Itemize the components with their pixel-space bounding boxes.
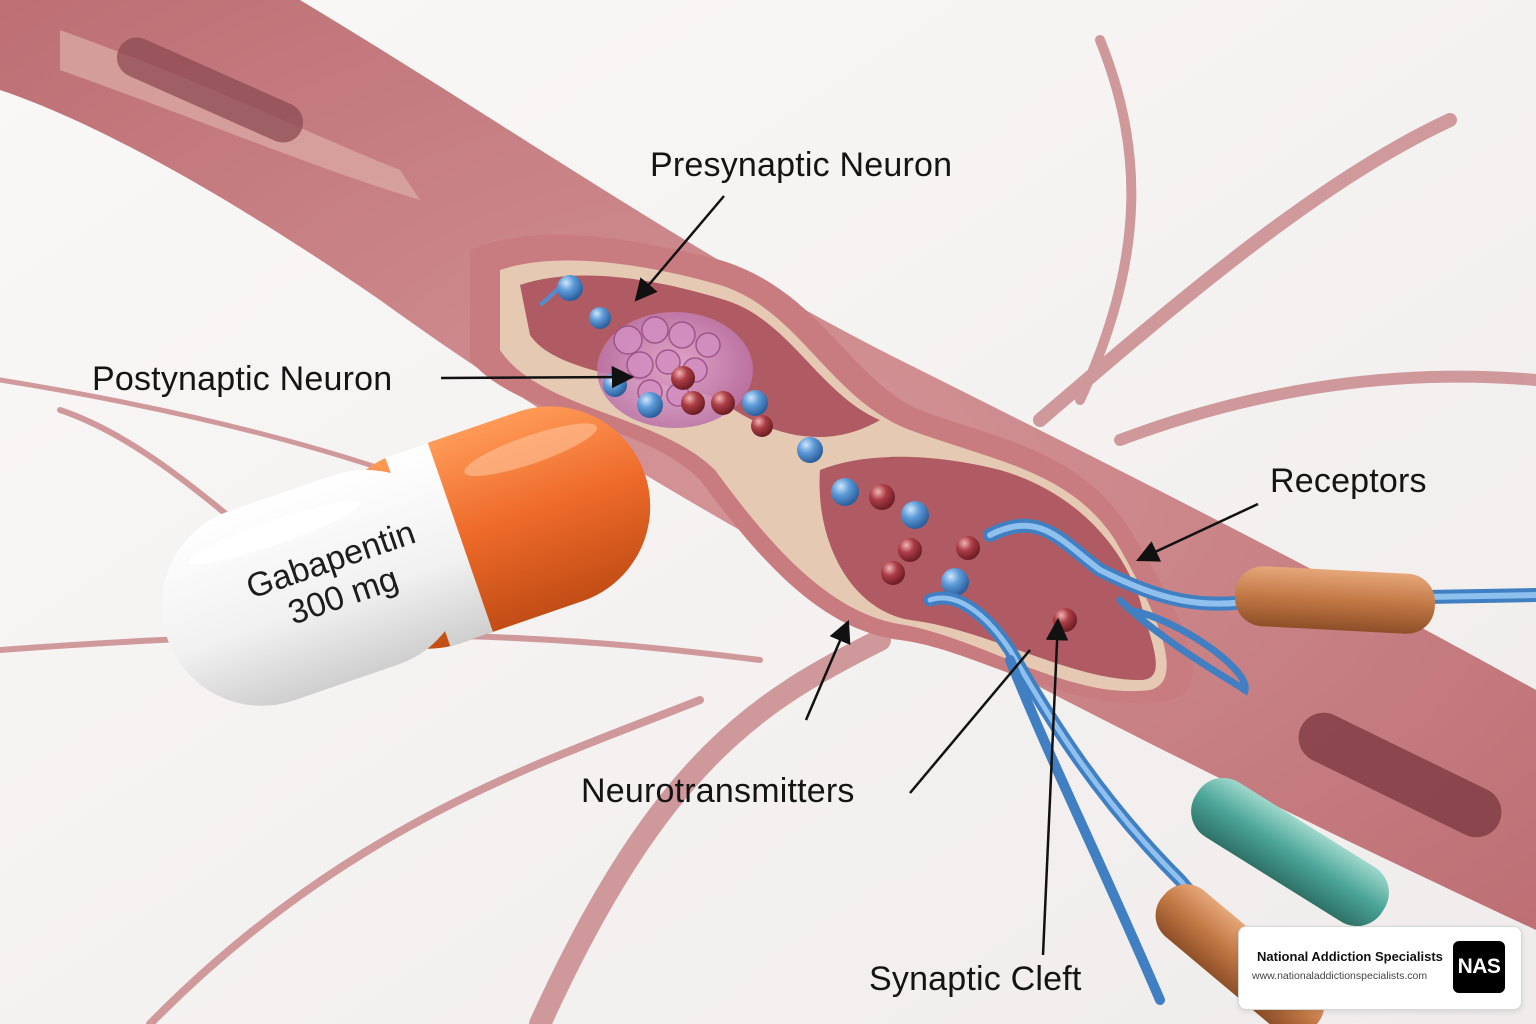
brand-card: National Addiction Specialists www.natio… xyxy=(1238,926,1522,1010)
axon-lumen-upper xyxy=(116,37,304,143)
label-receptors: Receptors xyxy=(1270,462,1427,500)
brand-logo: NAS xyxy=(1453,941,1505,993)
label-presynaptic-neuron: Presynaptic Neuron xyxy=(650,146,953,184)
vesicle-blue xyxy=(557,275,583,301)
leader-arrows xyxy=(440,195,1259,956)
brand-name: National Addiction Specialists xyxy=(1257,949,1443,964)
vesicle-cluster-bubbles xyxy=(613,316,721,407)
vesicle-blue xyxy=(637,392,663,418)
label-postsynaptic-neuron: Postynaptic Neuron xyxy=(92,360,393,398)
brand-url: www.nationaladdictionspecialists.com xyxy=(1252,970,1428,982)
vesicle-blue xyxy=(589,307,611,329)
neurotransmitter-chain xyxy=(671,366,1077,632)
receptor-tubes xyxy=(923,518,1536,1005)
axon-lumen-lower xyxy=(1298,712,1502,838)
capsule-white-half xyxy=(161,469,466,706)
capsule xyxy=(161,406,651,706)
tube-teal xyxy=(1191,777,1389,927)
tube-orange xyxy=(1234,566,1436,634)
label-neurotransmitters: Neurotransmitters xyxy=(581,772,855,810)
label-synaptic-cleft: Synaptic Cleft xyxy=(869,960,1082,998)
